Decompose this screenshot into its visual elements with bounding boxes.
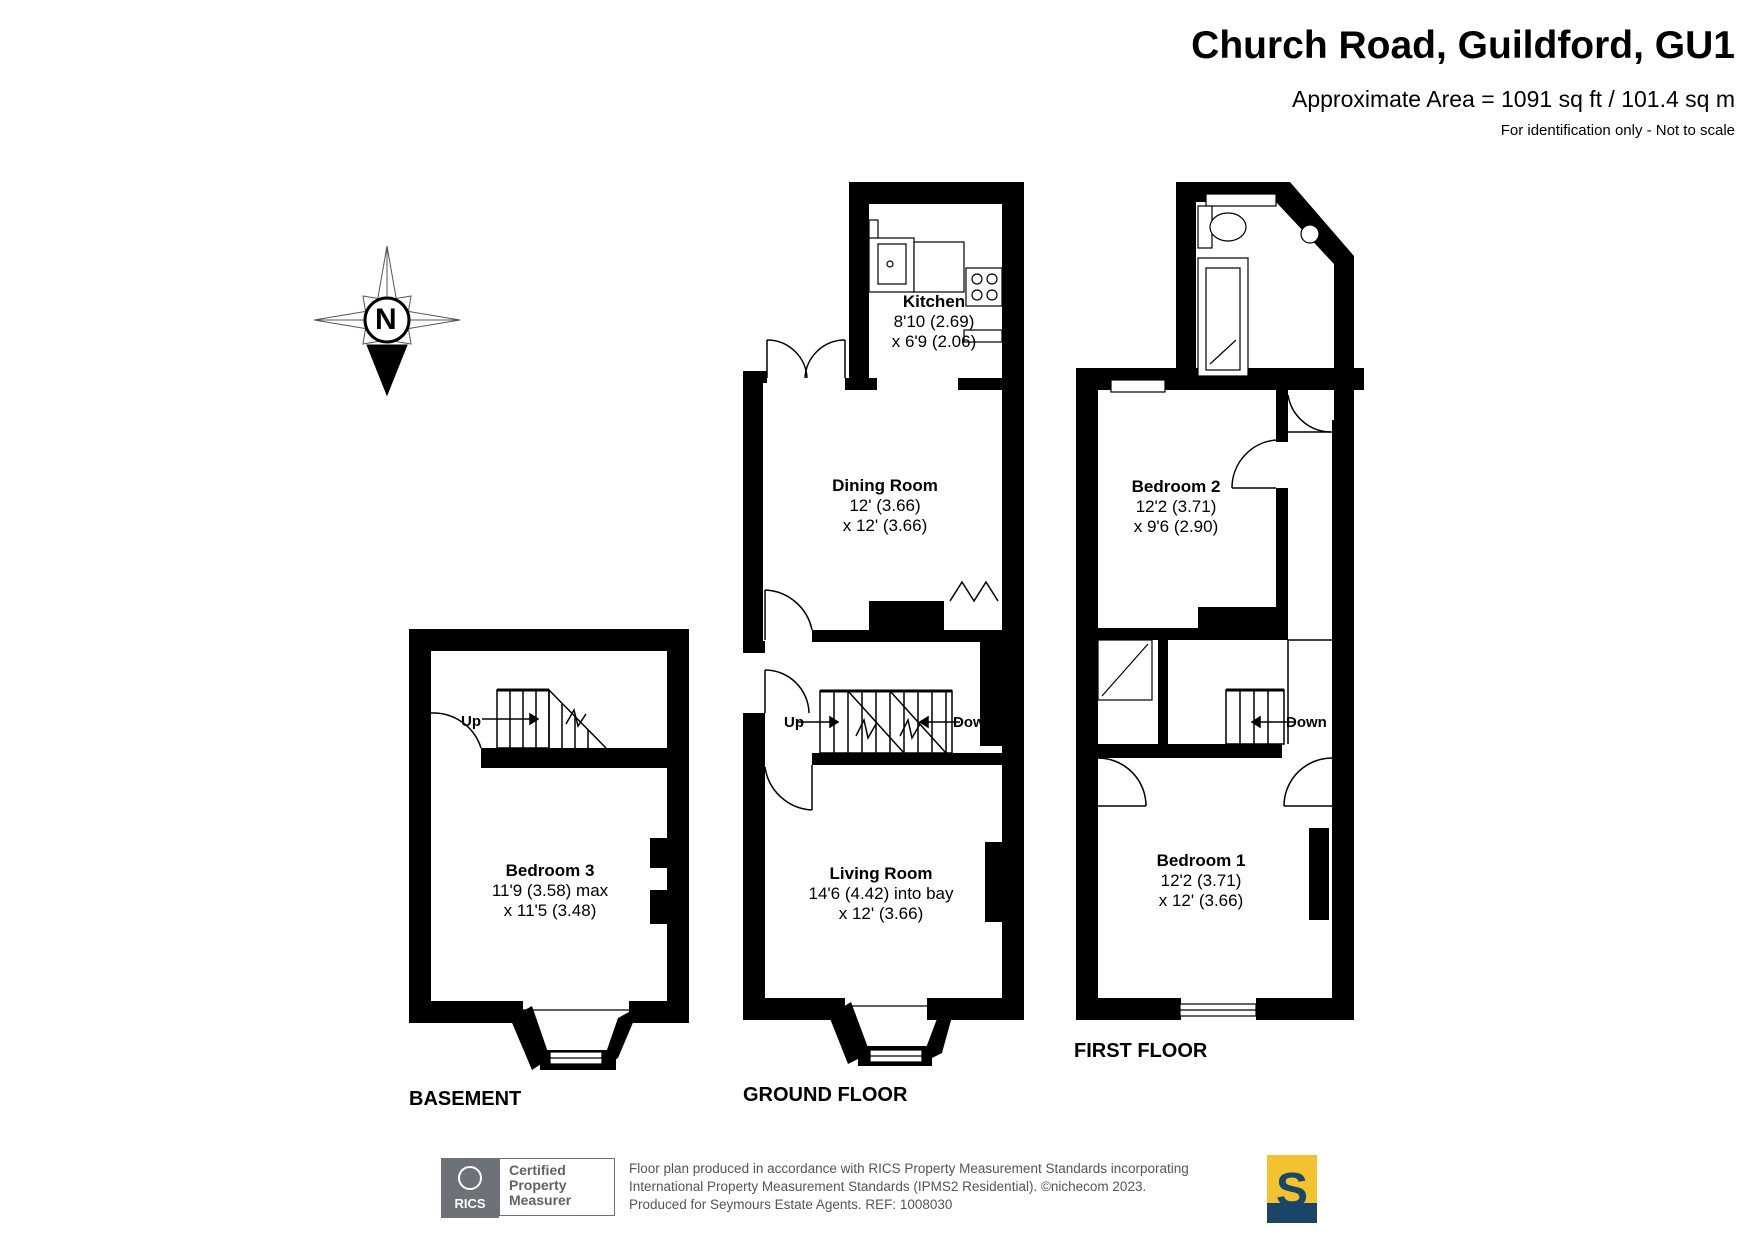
footer-line: International Property Measurement Stand… — [629, 1179, 1147, 1194]
stair-label-up-basement: Up — [461, 713, 481, 730]
ground-floor-walls — [743, 182, 1024, 1066]
agent-logo-letter: S — [1275, 1164, 1308, 1217]
ground-floor-stairs — [797, 689, 960, 754]
room-label-bedroom-1: Bedroom 1 12'2 (3.71) x 12' (3.66) — [1157, 851, 1246, 911]
rics-logo: RICS — [441, 1158, 499, 1218]
rics-mark-text: RICS — [454, 1196, 486, 1211]
agent-logo-bottom — [1267, 1203, 1317, 1223]
footer-line: Produced for Seymours Estate Agents. REF… — [629, 1197, 953, 1212]
footer-line: Floor plan produced in accordance with R… — [629, 1161, 1189, 1176]
room-dimension: x 12' (3.66) — [842, 516, 928, 535]
room-name: Living Room — [829, 864, 933, 883]
room-name: Kitchen — [902, 292, 966, 311]
room-dimension: x 12' (3.66) — [1158, 891, 1244, 910]
rics-certified-badge: RICS Certified Property Measurer — [441, 1158, 617, 1218]
floor-label-basement: BASEMENT — [409, 1088, 522, 1110]
agent-logo-top — [1267, 1155, 1317, 1203]
room-dimension: 8'10 (2.69) — [893, 312, 975, 331]
room-name: Bedroom 1 — [1156, 851, 1246, 870]
room-label-kitchen: Kitchen 8'10 (2.69) x 6'9 (2.06) — [892, 292, 977, 352]
room-dimension: x 9'6 (2.90) — [1133, 517, 1219, 536]
room-dimension: 12' (3.66) — [849, 496, 921, 515]
basement-bay-windows — [523, 1009, 629, 1065]
room-dimension: 14'6 (4.42) into bay — [808, 884, 954, 903]
room-dimension: x 12' (3.66) — [838, 904, 924, 923]
ground-floor-doors — [764, 339, 999, 811]
approximate-area: Approximate Area = 1091 sq ft / 101.4 sq… — [1291, 86, 1735, 112]
floor-label-ground: GROUND FLOOR — [743, 1084, 908, 1106]
first-floor-fittings — [1097, 193, 1320, 1017]
rics-line: Certified — [509, 1162, 566, 1178]
compass-north-label: N — [375, 303, 397, 336]
room-label-bedroom-3: Bedroom 3 11'9 (3.58) max x 11'5 (3.48) — [492, 861, 608, 921]
room-dimension: 11'9 (3.58) max — [491, 881, 609, 900]
room-name: Bedroom 3 — [505, 861, 595, 880]
room-label-living: Living Room 14'6 (4.42) into bay x 12' (… — [808, 864, 953, 924]
ground-floor-fittings — [845, 219, 1003, 1063]
identification-disclaimer: For identification only - Not to scale — [1500, 122, 1735, 139]
first-floor-walls — [1076, 182, 1364, 1020]
floor-label-first: FIRST FLOOR — [1074, 1040, 1208, 1062]
rics-lion-icon — [458, 1166, 482, 1190]
property-title: Church Road, Guildford, GU1 — [1191, 24, 1735, 67]
rics-line: Property — [509, 1177, 567, 1193]
room-dimension: x 6'9 (2.06) — [891, 332, 977, 351]
agent-logo: S — [1267, 1155, 1317, 1223]
room-dimension: x 11'5 (3.48) — [503, 901, 597, 920]
room-label-dining: Dining Room 12' (3.66) x 12' (3.66) — [832, 476, 938, 536]
first-floor-doors — [1097, 394, 1334, 807]
room-label-bedroom-2: Bedroom 2 12'2 (3.71) x 9'6 (2.90) — [1132, 477, 1221, 537]
rics-certified-text: Certified Property Measurer — [499, 1158, 615, 1216]
stair-label-up-ground: Up — [784, 714, 804, 731]
room-name: Bedroom 2 — [1131, 477, 1221, 496]
room-dimension: 12'2 (3.71) — [1160, 871, 1242, 890]
stair-label-down-ground: Down — [953, 714, 994, 731]
rics-line: Measurer — [509, 1192, 572, 1208]
basement-stairs — [430, 688, 607, 749]
stair-label-down-first: Down — [1286, 714, 1327, 731]
room-name: Dining Room — [832, 476, 938, 495]
first-floor-stairs — [1225, 688, 1294, 745]
room-dimension: 12'2 (3.71) — [1135, 497, 1217, 516]
footer-credits: Floor plan produced in accordance with R… — [629, 1160, 1189, 1214]
compass-rose-icon — [313, 245, 461, 397]
basement-walls — [409, 629, 689, 1070]
